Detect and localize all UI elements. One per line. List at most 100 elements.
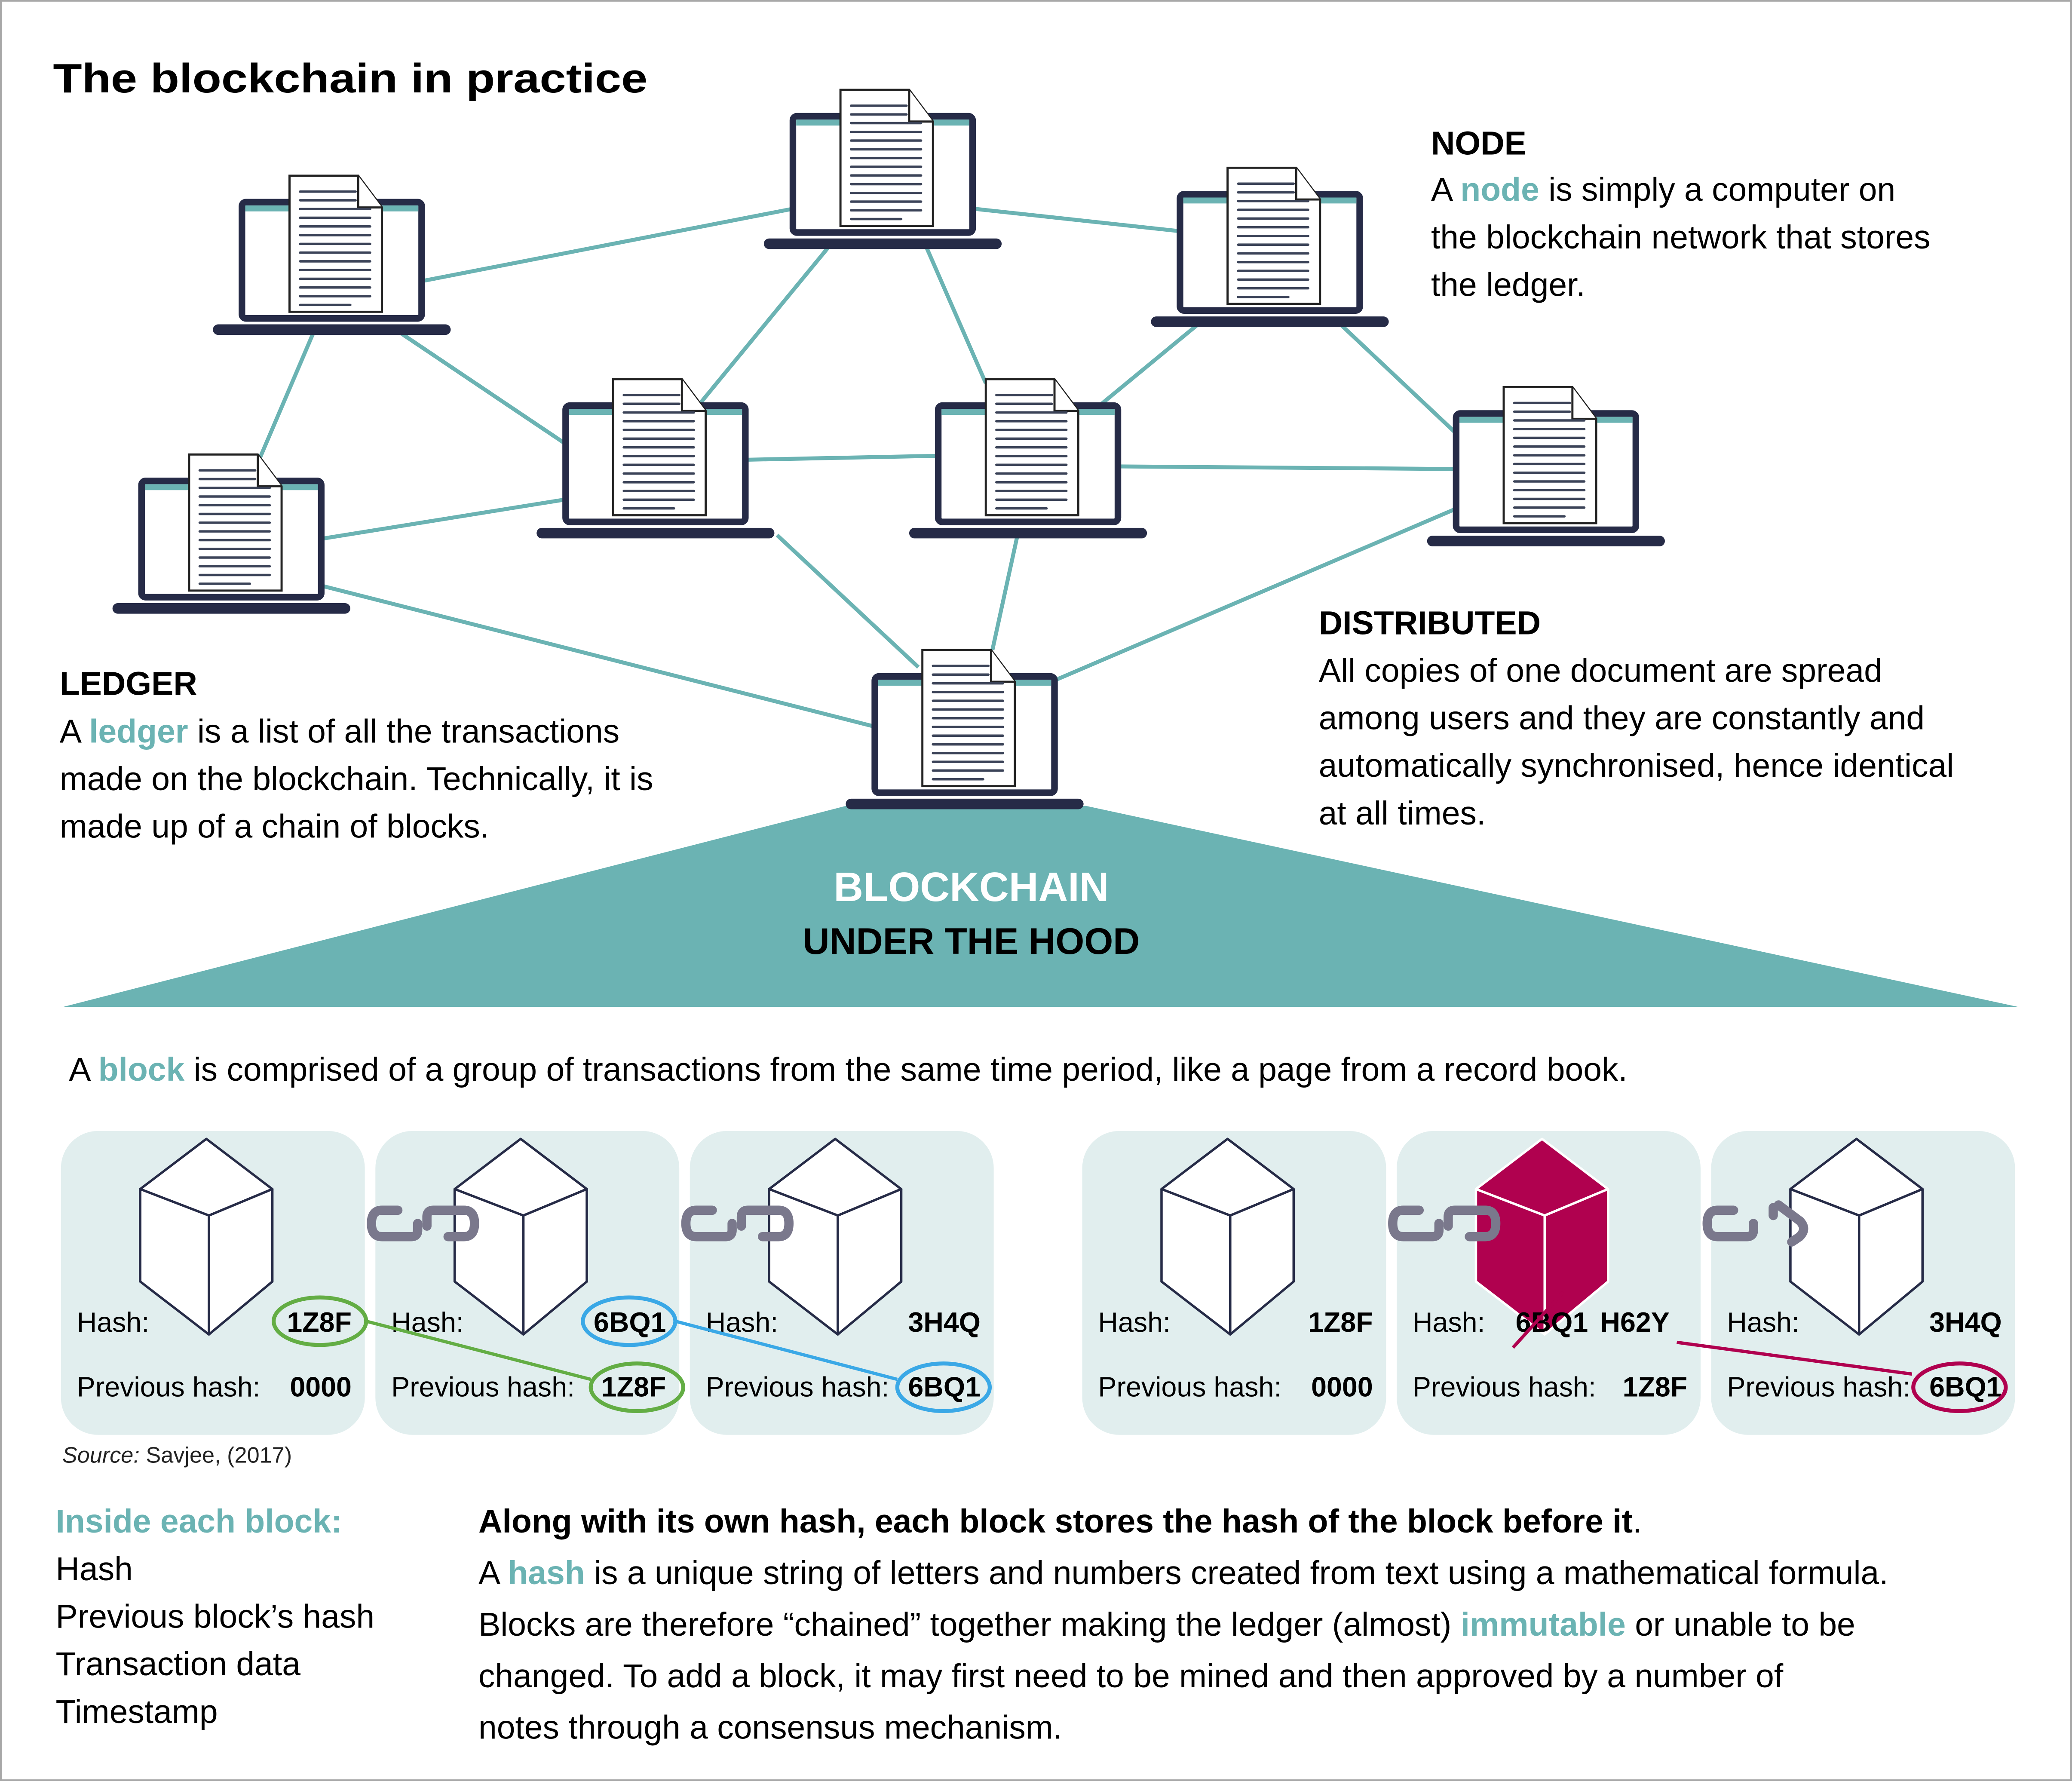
distributed-text-line: among users and they are constantly and — [1319, 700, 1925, 737]
hash-value: 6BQ1 — [594, 1307, 666, 1338]
text-span: is comprised of a group of transactions … — [184, 1051, 1627, 1088]
inside-block-item: Timestamp — [56, 1693, 218, 1730]
cube-right — [522, 1188, 588, 1336]
hash-highlight-circle — [588, 1361, 686, 1413]
distributed-text-line: at all times. — [1319, 795, 1486, 832]
laptop-node — [846, 649, 1084, 809]
inside-block-item: Hash — [56, 1551, 133, 1588]
explanation-line: changed. To add a block, it may first ne… — [478, 1658, 1784, 1695]
previous-hash-label: Previous hash: — [1098, 1372, 1281, 1403]
valid-chain: Hash:Previous hash:1Z8F0000Hash:Previous… — [61, 1131, 994, 1435]
connection-line — [1116, 464, 1456, 471]
connection-line — [699, 245, 831, 405]
connection-line — [257, 332, 316, 461]
broken-chain-link-icon — [1702, 1200, 1808, 1247]
cube-right — [1229, 1188, 1295, 1336]
page-title: The blockchain in practice — [53, 56, 647, 101]
inside-block-item: Previous block’s hash — [56, 1598, 375, 1635]
explanation-bold: Along with its own hash, each block stor… — [478, 1503, 1633, 1540]
laptop-base — [846, 798, 1084, 809]
banner-subtitle: UNDER THE HOOD — [803, 921, 1140, 962]
node-text-line: the ledger. — [1431, 266, 1585, 303]
link-left — [367, 1205, 423, 1241]
previous-hash-value: 1Z8F — [1623, 1372, 1688, 1403]
hash-label: Hash: — [1727, 1307, 1799, 1338]
hash-value: 3H4Q — [1929, 1307, 2002, 1338]
hash-value: 1Z8F — [287, 1307, 352, 1338]
network-nodes — [112, 89, 1665, 614]
blockchain-banner: BLOCKCHAIN UNDER THE HOOD — [63, 806, 2018, 1007]
previous-hash-label: Previous hash: — [706, 1372, 889, 1403]
laptop-base — [909, 527, 1147, 539]
chain-link-icon — [1388, 1205, 1501, 1241]
previous-hash-label: Previous hash: — [391, 1372, 575, 1403]
hash-label: Hash: — [1413, 1307, 1485, 1338]
link-right — [1444, 1205, 1501, 1241]
network-node-bottom — [846, 649, 1084, 809]
block-intro: A block is comprised of a group of trans… — [69, 1051, 1627, 1088]
connection-line — [399, 331, 567, 446]
laptop-base — [763, 238, 1002, 249]
distributed-text-line: automatically synchronised, hence identi… — [1319, 747, 1954, 784]
connection-line — [924, 246, 988, 384]
source-citation: Source: Savjee, (2017) — [62, 1443, 292, 1468]
inside-block-list: Inside each block: Hash Previous block’s… — [56, 1503, 375, 1730]
connection-line — [319, 497, 566, 541]
previous-hash-value: 1Z8F — [601, 1372, 666, 1403]
laptop-node — [763, 89, 1002, 249]
hash-highlight-circle — [1911, 1361, 2008, 1413]
laptop-node — [1151, 166, 1389, 327]
immutable-keyword: immutable — [1461, 1606, 1626, 1643]
hash-highlight-circle — [895, 1361, 992, 1413]
previous-hash-value: 6BQ1 — [908, 1372, 981, 1403]
link-right — [736, 1205, 794, 1241]
hash-link-line — [1677, 1340, 1913, 1376]
laptop-base — [1427, 536, 1665, 546]
document-fold — [357, 175, 382, 208]
block-keyword: block — [98, 1051, 185, 1088]
tampered-chain: Hash:Previous hash:1Z8F0000Hash:Previous… — [1082, 1131, 2015, 1435]
hash-label: Hash: — [77, 1307, 150, 1338]
link-left — [1388, 1205, 1444, 1241]
node-heading: NODE — [1431, 125, 1526, 162]
inside-block-item: Transaction data — [56, 1646, 301, 1683]
text-span: is a unique string of letters and number… — [585, 1554, 1888, 1591]
node-text-line: A node is simply a computer on — [1431, 171, 1895, 208]
connection-line — [974, 207, 1180, 233]
text-span: . — [1633, 1503, 1642, 1540]
previous-hash-label: Previous hash: — [1727, 1372, 1910, 1403]
link-left — [1702, 1205, 1758, 1241]
document-fold — [908, 89, 933, 123]
ledger-heading: LEDGER — [60, 665, 197, 702]
link-right — [422, 1205, 479, 1241]
inside-block-heading: Inside each block: — [56, 1503, 342, 1540]
laptop-base — [536, 527, 775, 539]
ledger-text-line: A ledger is a list of all the transactio… — [60, 713, 619, 750]
text-span: is simply a computer on — [1539, 171, 1895, 208]
explanation-line: Blocks are therefore “chained” together … — [478, 1606, 1855, 1643]
banner-shape — [63, 806, 2018, 1007]
explanation-line: A hash is a unique string of letters and… — [478, 1554, 1888, 1591]
distributed-section: DISTRIBUTED All copies of one document a… — [1319, 604, 1954, 832]
laptop-node — [112, 453, 350, 614]
cube-right — [208, 1188, 274, 1336]
source-label: Source: — [62, 1443, 140, 1468]
laptop-node — [909, 378, 1147, 539]
laptop-base — [213, 324, 451, 335]
text-span: Blocks are therefore “chained” together … — [478, 1606, 1461, 1643]
distributed-text-line: All copies of one document are spread — [1319, 652, 1882, 689]
node-section: NODE A node is simply a computer on the … — [1431, 125, 1931, 303]
text-span: is a list of all the transactions — [188, 713, 620, 750]
document-fold — [1571, 387, 1597, 420]
explanation: Along with its own hash, each block stor… — [478, 1503, 1888, 1746]
previous-hash-value: 6BQ1 — [1929, 1372, 2002, 1403]
previous-hash-value: 0000 — [290, 1372, 352, 1403]
node-keyword: node — [1460, 171, 1539, 208]
node-text-line: the blockchain network that stores — [1431, 219, 1931, 256]
ledger-text-line: made on the blockchain. Technically, it … — [60, 760, 653, 797]
connection-line — [1054, 507, 1457, 683]
ledger-text-line: made up of a chain of blocks. — [60, 808, 489, 845]
explanation-line: notes through a consensus mechanism. — [478, 1709, 1062, 1746]
